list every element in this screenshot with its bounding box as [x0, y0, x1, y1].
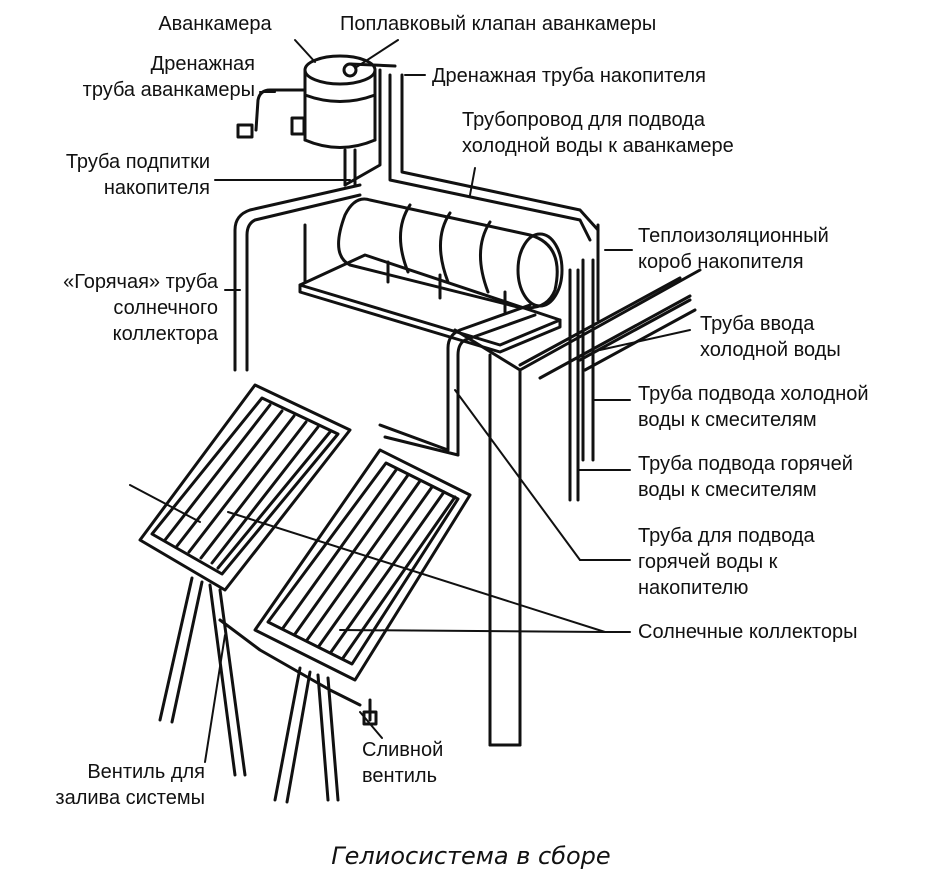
figure-caption: Гелиосистема в сборе: [331, 842, 611, 870]
label-forechamber: Аванкамера: [158, 13, 272, 35]
label-drain-forechamber-2: труба аванкамеры: [82, 79, 255, 101]
insulated-box: [298, 223, 600, 354]
label-cold-supply-forechamber-1: Трубопровод для подвода: [462, 109, 705, 131]
label-hot-collector-pipe-1: «Горячая» труба: [63, 271, 218, 293]
label-hot-collector-pipe-3: коллектора: [112, 323, 218, 345]
label-makeup-pipe-2: накопителя: [103, 177, 210, 199]
label-insulated-box-2: короб накопителя: [638, 251, 804, 273]
pipework: [233, 68, 697, 502]
label-fill-valve-2: залива системы: [55, 787, 205, 809]
label-fill-valve-1: Вентиль для: [87, 761, 205, 783]
storage-tank: [337, 197, 564, 314]
label-makeup-pipe-1: Труба подпитки: [65, 151, 210, 173]
label-float-valve: Поплавковый клапан аванкамеры: [340, 13, 657, 35]
label-hot-to-mixers-2: воды к смесителям: [638, 479, 817, 501]
label-drain-valve-1: Сливной: [362, 739, 444, 761]
label-solar-collectors: Солнечные коллекторы: [638, 621, 858, 643]
label-hot-to-mixers-1: Труба подвода горячей: [638, 453, 853, 475]
leader-lines: [129, 39, 691, 763]
forechamber: [236, 54, 397, 187]
label-drain-forechamber-1: Дренажная: [150, 53, 255, 75]
building: [453, 268, 702, 747]
label-hot-to-tank-3: накопителю: [638, 577, 749, 599]
label-cold-inlet-1: Труба ввода: [700, 313, 815, 335]
solar-collector-1: [138, 383, 352, 592]
label-insulated-box-1: Теплоизоляционный: [638, 225, 829, 247]
label-cold-supply-forechamber-2: холодной воды к аванкамере: [462, 135, 734, 157]
label-drain-valve-2: вентиль: [362, 765, 437, 787]
label-hot-to-tank-1: Труба для подвода: [638, 525, 815, 547]
label-hot-collector-pipe-2: солнечного: [113, 297, 218, 319]
label-hot-to-tank-2: горячей воды к: [638, 551, 778, 573]
label-cold-inlet-2: холодной воды: [700, 339, 841, 361]
solar-collector-2: [253, 448, 472, 682]
label-cold-to-mixers-2: воды к смесителям: [638, 409, 817, 431]
label-cold-to-mixers-1: Труба подвода холодной: [638, 383, 869, 405]
label-drain-tank: Дренажная труба накопителя: [432, 65, 707, 87]
collector-stands: [158, 576, 378, 804]
